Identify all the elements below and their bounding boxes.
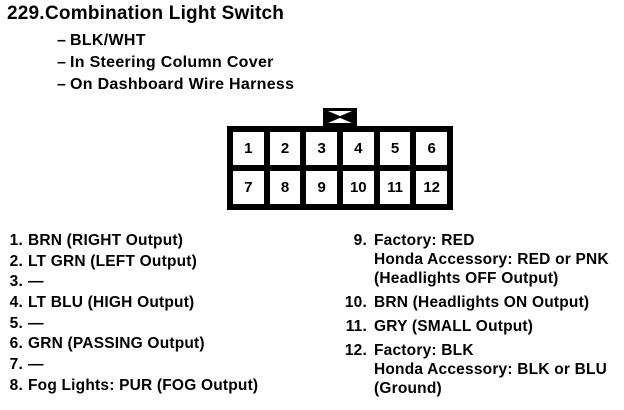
connector-body: 1 2 3 4 5 6 7 8 9 10 11 12 xyxy=(227,126,453,210)
pin-number: 7. xyxy=(9,356,23,374)
pin-entry-3: 3. — xyxy=(8,272,258,293)
pinout-list-left: 1. BRN (RIGHT Output) 2. LT GRN (LEFT Ou… xyxy=(8,231,258,397)
pin-description-line: BRN (Headlights ON Output) xyxy=(374,294,590,311)
pin-number: 3. xyxy=(9,273,23,291)
detail-item: – In Steering Column Cover xyxy=(57,52,294,74)
pin-description: Factory: BLK Honda Accessory: BLK or BLU… xyxy=(374,341,607,398)
detail-text: On Dashboard Wire Harness xyxy=(70,76,295,93)
pin-cell-12: 12 xyxy=(416,171,447,204)
pin-entry-1: 1. BRN (RIGHT Output) xyxy=(8,231,258,252)
pin-number: 1. xyxy=(9,232,23,249)
pin-cell-4: 4 xyxy=(342,132,374,165)
item-number: 229. xyxy=(7,3,45,24)
pin-description-line: Honda Accessory: RED or PNK xyxy=(374,251,609,268)
pin-cell-6: 6 xyxy=(416,132,447,165)
pin-entry-5: 5. — xyxy=(8,314,258,335)
pin-description: LT BLU (HIGH Output) xyxy=(28,294,195,312)
pin-description: — xyxy=(28,273,44,291)
pin-number: 4. xyxy=(9,294,23,312)
pin-cell-5: 5 xyxy=(379,132,411,165)
pin-entry-2: 2. LT GRN (LEFT Output) xyxy=(8,252,258,273)
pin-cell-7: 7 xyxy=(233,171,264,204)
pin-number: 8. xyxy=(9,376,23,394)
detail-text: In Steering Column Cover xyxy=(70,54,274,71)
pin-description: GRN (PASSING Output) xyxy=(28,335,205,353)
pin-cell-8: 8 xyxy=(269,171,301,204)
pin-description: Factory: RED Honda Accessory: RED or PNK… xyxy=(374,231,609,288)
pin-description-line: Honda Accessory: BLK or BLU xyxy=(374,361,608,378)
pin-description-line: Factory: RED xyxy=(374,232,475,249)
connector-diagram: 1 2 3 4 5 6 7 8 9 10 11 12 xyxy=(227,108,453,210)
page-title-row: 229. Combination Light Switch xyxy=(7,3,284,25)
pin-entry-4: 4. LT BLU (HIGH Output) xyxy=(8,293,258,314)
pin-cell-9: 9 xyxy=(306,171,337,204)
pin-description-line: GRY (SMALL Output) xyxy=(374,318,534,335)
pin-description: — xyxy=(28,356,44,374)
pin-number: 10. xyxy=(344,294,367,311)
pin-entry-8: 8. Fog Lights: PUR (FOG Output) xyxy=(8,376,258,397)
pin-description-line: Factory: BLK xyxy=(374,342,474,359)
pin-number: 5. xyxy=(9,314,23,332)
dash-bullet: – xyxy=(57,54,67,71)
pin-cell-10: 10 xyxy=(342,171,374,204)
pin-cell-3: 3 xyxy=(306,132,337,165)
pin-number: 11. xyxy=(345,318,367,335)
detail-item: – On Dashboard Wire Harness xyxy=(57,74,294,96)
pin-entry-9: 9. Factory: RED Honda Accessory: RED or … xyxy=(343,231,609,288)
pin-description: BRN (Headlights ON Output) xyxy=(374,293,589,312)
detail-text: BLK/WHT xyxy=(70,32,146,49)
pin-cell-2: 2 xyxy=(269,132,301,165)
pin-entry-10: 10. BRN (Headlights ON Output) xyxy=(343,293,609,312)
pinout-list-right: 9. Factory: RED Honda Accessory: RED or … xyxy=(343,231,609,403)
pin-description: BRN (RIGHT Output) xyxy=(28,232,184,249)
pin-description: Fog Lights: PUR (FOG Output) xyxy=(28,376,259,394)
pin-description-line: (Headlights OFF Output) xyxy=(374,270,559,287)
pin-description: GRY (SMALL Output) xyxy=(374,317,533,336)
page-title: Combination Light Switch xyxy=(45,3,285,24)
pin-cell-11: 11 xyxy=(379,171,411,204)
pin-number: 6. xyxy=(9,335,23,353)
pin-entry-6: 6. GRN (PASSING Output) xyxy=(8,334,258,355)
pin-cell-1: 1 xyxy=(233,132,264,165)
pin-description: LT GRN (LEFT Output) xyxy=(28,252,197,270)
pin-entry-11: 11. GRY (SMALL Output) xyxy=(343,317,609,336)
connector-key-icon xyxy=(323,108,357,126)
pin-description-line: (Ground) xyxy=(374,380,442,397)
dash-bullet: – xyxy=(57,76,67,93)
pin-entry-12: 12. Factory: BLK Honda Accessory: BLK or… xyxy=(343,341,609,398)
pin-description: — xyxy=(28,314,44,332)
pin-number: 12. xyxy=(344,342,367,359)
detail-item: – BLK/WHT xyxy=(57,30,294,52)
pin-entry-7: 7. — xyxy=(8,355,258,376)
detail-list: – BLK/WHT – In Steering Column Cover – O… xyxy=(57,30,294,96)
dash-bullet: – xyxy=(57,32,67,49)
pin-number: 9. xyxy=(353,232,367,249)
pin-number: 2. xyxy=(9,252,23,270)
